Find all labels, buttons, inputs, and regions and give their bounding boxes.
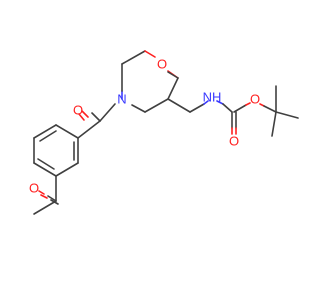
amide-carbonyl <box>77 103 116 139</box>
carbamate-carbonyl-oxygen-label: O <box>229 134 239 149</box>
ketone-oxygen-label: O <box>29 181 39 196</box>
ring-oxygen-label: O <box>157 57 167 72</box>
morpholine-ring <box>121 50 179 113</box>
carbamate-nh-label: NH <box>203 90 222 105</box>
acetyl-group <box>33 175 59 215</box>
carbamate-chain <box>167 85 299 137</box>
amide-oxygen-label: O <box>73 103 83 118</box>
chemical-structure: O N O O NH O O <box>29 50 299 215</box>
ring-nitrogen-label: N <box>117 92 126 107</box>
carbamate-ester-oxygen-label: O <box>250 92 260 107</box>
benzene-ring <box>33 124 79 177</box>
